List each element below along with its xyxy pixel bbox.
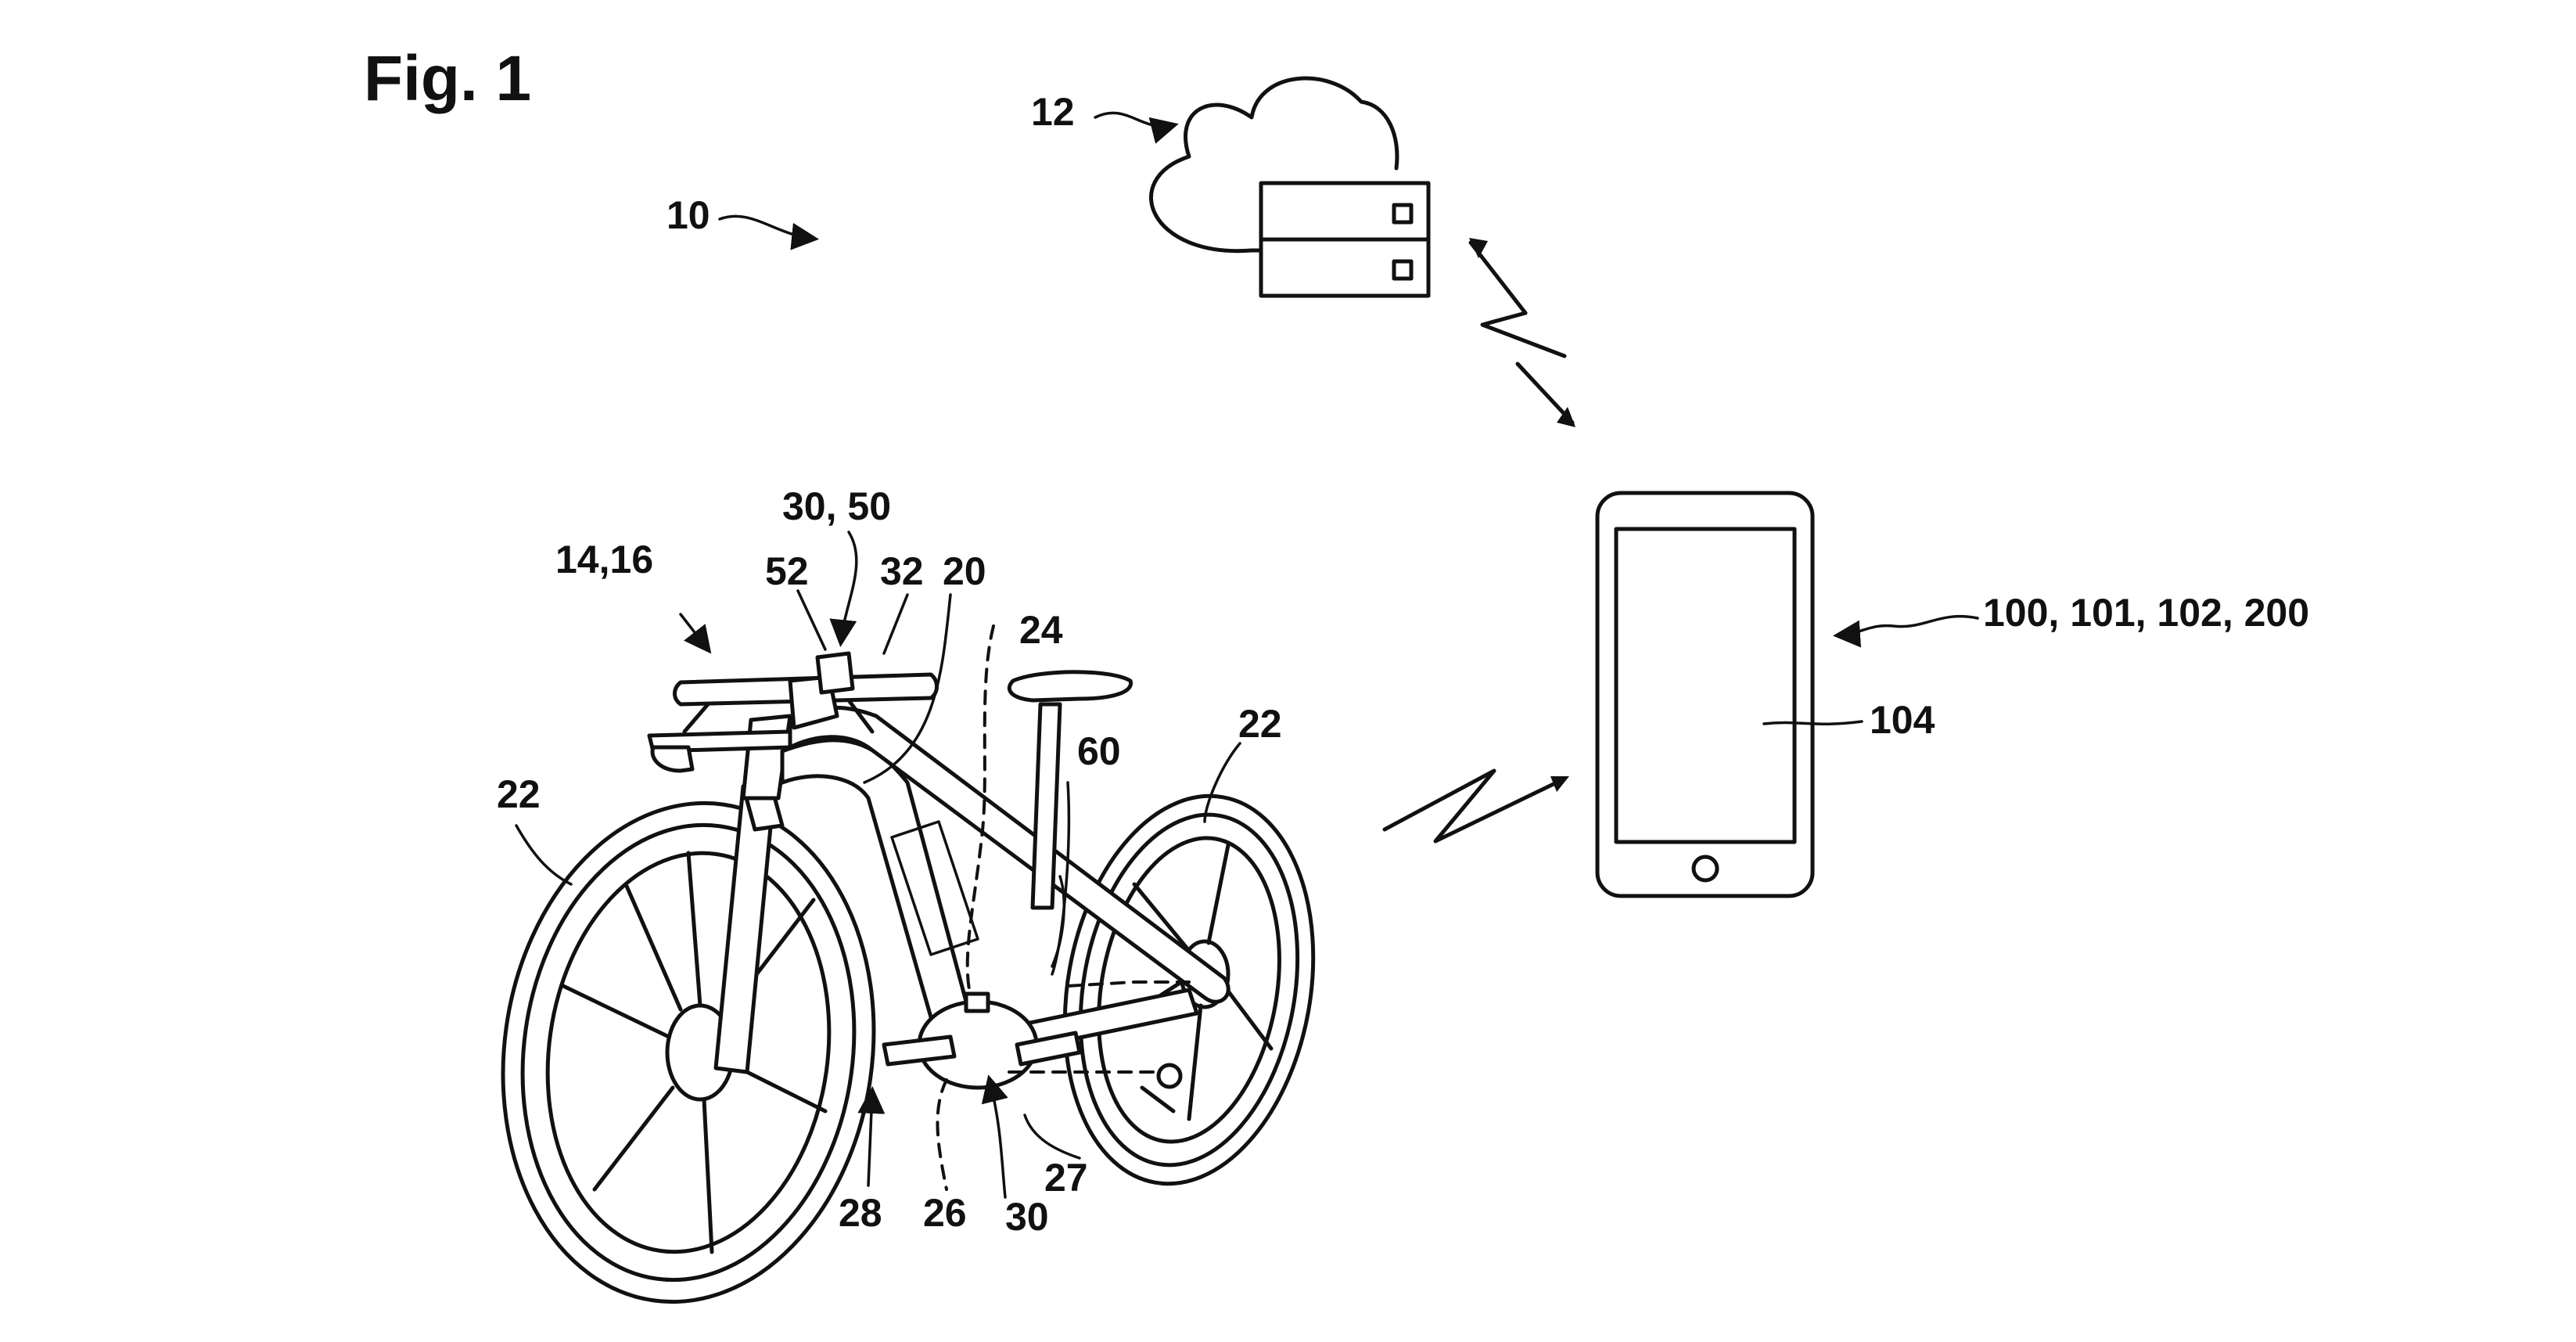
label-104: 104 — [1870, 698, 1935, 742]
saddle — [1007, 670, 1133, 703]
leader-32 — [882, 593, 909, 655]
seat-tube — [1030, 702, 1062, 910]
label-10: 10 — [666, 193, 710, 237]
label-20: 20 — [943, 549, 986, 593]
leader-12 — [1094, 111, 1179, 144]
leader-22-rear — [1203, 742, 1241, 823]
leader-22-front — [515, 824, 573, 886]
cloud-outline — [1148, 76, 1399, 254]
label-22-front: 22 — [497, 772, 541, 816]
smartphone-icon — [1595, 491, 1815, 898]
label-phone: 100, 101, 102, 200 — [1983, 591, 2310, 635]
figure-title: Fig. 1 — [364, 43, 532, 114]
leader-28 — [857, 1086, 886, 1187]
wireless-link-cloud-icon — [1468, 238, 1575, 427]
front-wheel — [501, 801, 876, 1304]
label-28: 28 — [839, 1191, 882, 1235]
label-14-16: 14,16 — [555, 538, 654, 581]
leader-52 — [796, 589, 827, 651]
wireless-link-bike-icon — [1382, 768, 1569, 844]
leader-30-bottom — [981, 1074, 1008, 1199]
label-30-50: 30, 50 — [782, 484, 892, 528]
leader-60 — [1051, 781, 1071, 976]
leader-104 — [1762, 720, 1863, 725]
label-22-rear: 22 — [1238, 702, 1282, 746]
leader-27 — [1023, 1114, 1081, 1160]
label-52: 52 — [765, 549, 809, 593]
label-30-bottom: 30 — [1005, 1195, 1049, 1239]
label-27: 27 — [1044, 1156, 1088, 1200]
home-button — [1691, 854, 1719, 883]
leader-30-50 — [829, 531, 858, 647]
cloud-server-icon — [1148, 76, 1431, 298]
label-32: 32 — [880, 549, 924, 593]
crank — [882, 1034, 957, 1067]
control-display — [815, 651, 855, 695]
leader-10 — [718, 214, 819, 250]
ebike-drawing — [501, 624, 1316, 1304]
leader-phone — [1833, 614, 1979, 648]
label-12: 12 — [1031, 90, 1075, 134]
label-24: 24 — [1019, 608, 1063, 652]
label-60: 60 — [1077, 729, 1121, 773]
leader-20 — [863, 593, 952, 784]
battery — [890, 820, 979, 956]
label-26: 26 — [923, 1191, 967, 1235]
leader-14-16 — [679, 613, 712, 654]
